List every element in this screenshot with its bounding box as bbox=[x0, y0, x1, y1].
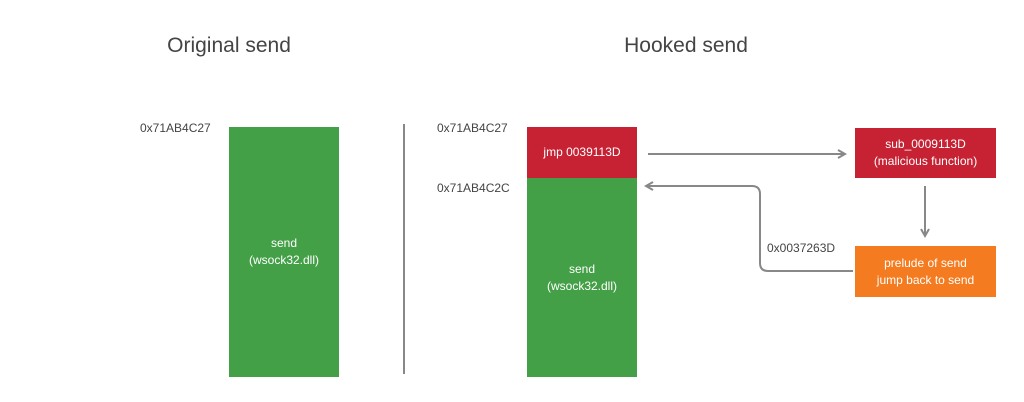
hooked-send-dll: (wsock32.dll) bbox=[546, 278, 618, 293]
original-send-title: Original send bbox=[167, 34, 291, 57]
jmp-label: jmp 0039113D bbox=[543, 145, 621, 159]
malicious-function-box: sub_0009113D (malicious function) bbox=[855, 128, 996, 178]
prelude-line2: jump back to send bbox=[876, 272, 975, 287]
hooked-send-block: send (wsock32.dll) bbox=[527, 178, 637, 377]
prelude-box: prelude of send jump back to send bbox=[855, 246, 996, 297]
divider bbox=[403, 124, 405, 374]
original-send-block: send (wsock32.dll) bbox=[229, 127, 339, 377]
hooked-send-label: send bbox=[568, 261, 596, 276]
jmp-block: jmp 0039113D bbox=[527, 127, 637, 178]
original-send-label: send bbox=[270, 236, 298, 250]
hooked-send-title: Hooked send bbox=[624, 34, 748, 57]
prelude-address: 0x0037263D bbox=[767, 241, 836, 255]
prelude-to-send-arrow bbox=[646, 186, 853, 272]
original-send-address: 0x71AB4C27 bbox=[140, 121, 211, 135]
hooked-send-address-mid: 0x71AB4C2C bbox=[437, 181, 510, 195]
prelude-line1: prelude of send bbox=[884, 255, 967, 270]
malicious-function-name: sub_0009113D bbox=[885, 137, 966, 151]
hooked-send-address-top: 0x71AB4C27 bbox=[437, 121, 508, 135]
malicious-function-desc: (malicious function) bbox=[873, 154, 978, 168]
original-send-dll: (wsock32.dll) bbox=[248, 253, 320, 267]
